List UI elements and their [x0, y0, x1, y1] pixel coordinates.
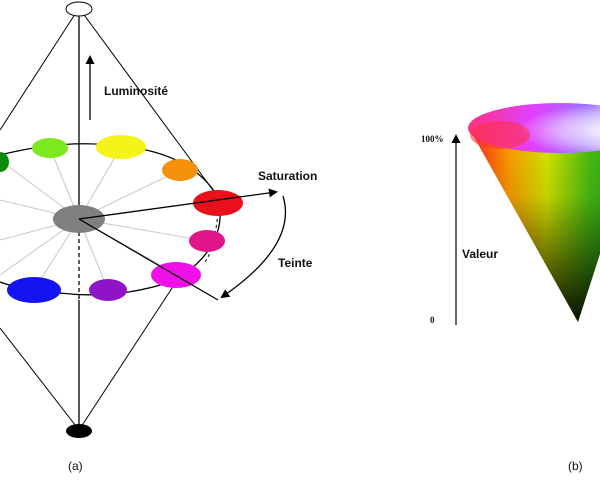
- hue-swatch-green: [0, 152, 9, 172]
- bottom-tick-label: 0: [430, 315, 435, 325]
- hue-label: Teinte: [278, 256, 313, 270]
- value-label: Valeur: [462, 247, 498, 261]
- luminosity-label: Luminosité: [104, 84, 168, 98]
- hsv-cone-shading: [470, 130, 600, 322]
- hue-swatch-purple: [89, 279, 127, 301]
- hue-swatch-orange: [162, 159, 198, 181]
- cone-outline-line: [0, 327, 80, 431]
- panel-a-caption: (a): [68, 459, 83, 473]
- cone-outline-line: [0, 7, 80, 131]
- panel-b-hsv-cone: 100% 0 Valeur (b): [421, 103, 600, 473]
- saturation-label: Saturation: [258, 169, 317, 183]
- hsv-cone-rim: [470, 121, 530, 149]
- saturation-arrow: [78, 188, 278, 220]
- top-tick-label: 100%: [421, 134, 444, 144]
- hue-swatch-lime: [32, 138, 68, 158]
- hue-swatch-red: [193, 190, 243, 216]
- hue-reference-line: [78, 218, 219, 301]
- cone-outline-line: [78, 281, 177, 431]
- bottom-black-swatch: [66, 424, 92, 438]
- hue-swatch-yellow: [96, 135, 146, 159]
- panel-b-caption: (b): [568, 459, 583, 473]
- top-white-swatch: [65, 1, 93, 17]
- hue-swatch-crimson: [189, 230, 225, 252]
- hue-arrow: [220, 195, 287, 299]
- hue-swatch-blue: [7, 277, 61, 303]
- panel-a-hsl-double-cone: Luminosité Saturation Teinte (a): [0, 1, 317, 473]
